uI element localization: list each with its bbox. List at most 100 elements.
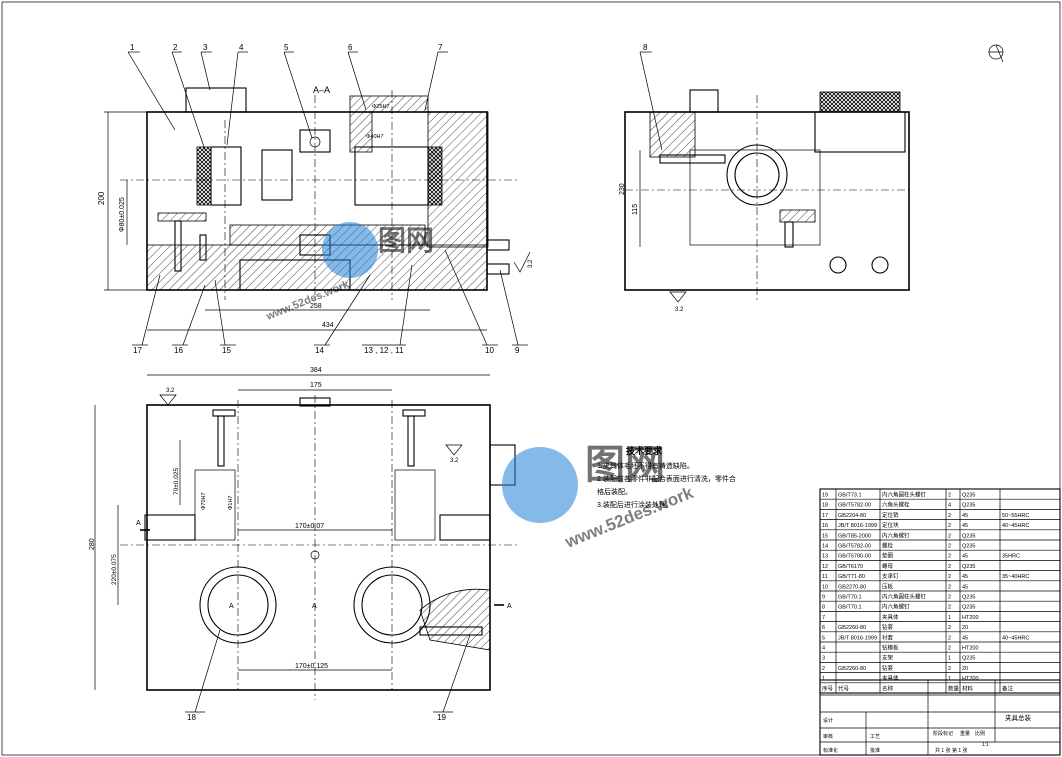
dim-plan-bottom: 170±0.125 bbox=[295, 663, 328, 670]
bom-cell-qty: 2 bbox=[948, 523, 951, 529]
section-mark-4: A bbox=[312, 603, 317, 610]
roughness-side: 3.2 bbox=[675, 307, 684, 313]
title-process: 工艺 bbox=[870, 734, 880, 740]
section-label: A–A bbox=[313, 85, 330, 95]
bom-cell-mat: 45 bbox=[962, 635, 968, 641]
bom-cell-name: 定位销 bbox=[882, 511, 899, 519]
dim-front-height: 200 bbox=[97, 191, 106, 205]
bom-cell-name: 夹具体 bbox=[882, 674, 899, 682]
callout-5: 5 bbox=[284, 43, 289, 52]
roughness-plan-1: 3.2 bbox=[166, 388, 175, 394]
bom-cell-name: 六角头螺栓 bbox=[882, 501, 910, 509]
callout-18: 18 bbox=[187, 713, 196, 722]
title-block: 夹具总装 阶段标记 重量 比例 1:1 共 1 张 第 1 张 设计 审核 工艺… bbox=[819, 679, 1061, 756]
bom-cell-code: GB2260-80 bbox=[838, 625, 866, 631]
bom-cell-mat: Q235 bbox=[962, 605, 975, 611]
bom-cell-code: GB/T70.1 bbox=[838, 605, 862, 611]
bom-cell-name: 内六角圆柱头螺钉 bbox=[882, 593, 927, 601]
title-weight: 重量 bbox=[960, 730, 970, 737]
bom-cell-mat: 20 bbox=[962, 625, 968, 631]
bom-cell-no: 1 bbox=[822, 676, 825, 682]
fit-1: Φ25H7 bbox=[372, 104, 390, 110]
watermark-2: 图网 www.52des.work bbox=[502, 443, 696, 552]
bom-cell-name: 螺栓 bbox=[882, 542, 894, 550]
callout-7: 7 bbox=[438, 43, 443, 52]
bom-cell-mat: Q235 bbox=[962, 544, 975, 550]
bom-cell-qty: 2 bbox=[948, 666, 951, 672]
bom-cell-qty: 1 bbox=[948, 676, 951, 682]
bom-cell-qty: 1 bbox=[948, 656, 951, 662]
bom-cell-name: 螺母 bbox=[882, 562, 894, 570]
bom-cell-qty: 2 bbox=[948, 493, 951, 499]
bom-header-cell: 备注 bbox=[1002, 684, 1014, 692]
bom-cell-mat: 45 bbox=[962, 523, 968, 529]
title-stage: 阶段标记 bbox=[933, 730, 953, 737]
dim-plan-upper: 70±0.025 bbox=[173, 468, 180, 495]
bom-cell-no: 3 bbox=[822, 656, 825, 662]
bom-cell-name: 钻套 bbox=[882, 623, 894, 631]
callout-16: 16 bbox=[174, 346, 183, 355]
bom-cell-code: GB2270-80 bbox=[838, 584, 866, 590]
bom-cell-name: 支承钉 bbox=[882, 572, 899, 580]
bom-cell-name: 夹具体 bbox=[882, 613, 899, 621]
roughness-front: 3.2 bbox=[528, 259, 534, 268]
bom-cell-qty: 2 bbox=[948, 513, 951, 519]
bom-cell-no: 11 bbox=[822, 574, 828, 580]
side-view: 230 115 3.2 8 bbox=[619, 43, 1004, 313]
bom-cell-code: GB/T6170 bbox=[838, 564, 863, 570]
dim-front-len-outer: 434 bbox=[322, 322, 334, 329]
title-designer: 设计 bbox=[823, 717, 833, 724]
title-scale: 1:1 bbox=[982, 742, 989, 748]
dim-plan-top-inner: 175 bbox=[310, 382, 322, 389]
fit-3: Φ70H7 bbox=[201, 492, 207, 510]
callout-1: 1 bbox=[130, 43, 135, 52]
bom-header-cell: 名称 bbox=[882, 684, 894, 692]
bom-cell-no: 5 bbox=[822, 635, 825, 641]
callout-15: 15 bbox=[222, 346, 231, 355]
callout-19: 19 bbox=[437, 713, 446, 722]
bom-cell-no: 14 bbox=[822, 544, 828, 550]
bom-cell-no: 7 bbox=[822, 615, 825, 621]
bom-cell-name: 钻套 bbox=[882, 664, 894, 672]
bom-cell-mat: Q235 bbox=[962, 564, 975, 570]
bom-cell-mat: 45 bbox=[962, 584, 968, 590]
bom-cell-no: 16 bbox=[822, 523, 828, 529]
bom-cell-qty: 2 bbox=[948, 584, 951, 590]
bom-cell-name: 垫圈 bbox=[882, 552, 894, 560]
bom-cell-mat: Q235 bbox=[962, 493, 975, 499]
bom-cell-no: 8 bbox=[822, 605, 825, 611]
bom-cell-mat: HT200 bbox=[962, 646, 979, 652]
bom-cell-qty: 2 bbox=[948, 635, 951, 641]
dim-front-len-inner: 258 bbox=[310, 303, 322, 310]
bom-cell-mat: 20 bbox=[962, 666, 968, 672]
bom-cell-no: 18 bbox=[822, 503, 828, 509]
bom-cell-name: 内六角螺钉 bbox=[882, 531, 910, 539]
bom-header-cell: 材料 bbox=[962, 684, 974, 692]
title-approve: 批准 bbox=[870, 747, 880, 754]
callout-17: 17 bbox=[133, 346, 142, 355]
base-plate-hatch bbox=[146, 244, 488, 291]
front-section-view: A–A bbox=[97, 43, 534, 355]
dim-side-height: 230 bbox=[619, 183, 626, 195]
bom-cell-no: 2 bbox=[822, 666, 825, 672]
bom-header-cell: 序号 bbox=[822, 684, 834, 692]
bom-cell-mat: 45 bbox=[962, 513, 968, 519]
bom-cell-qty: 1 bbox=[948, 615, 951, 621]
bom-cell-code: GB/T73.1 bbox=[838, 493, 862, 499]
callout-9: 9 bbox=[515, 346, 520, 355]
tech-item-3: 格后装配。 bbox=[597, 487, 632, 496]
bom-cell-note: 35~40HRC bbox=[1002, 574, 1029, 580]
bom-cell-qty: 2 bbox=[948, 544, 951, 550]
callout-6: 6 bbox=[348, 43, 353, 52]
section-mark-3: A bbox=[229, 603, 234, 610]
bom-cell-name: 内六角螺钉 bbox=[882, 603, 910, 611]
bom-cell-mat: Q235 bbox=[962, 503, 975, 509]
section-mark-1: A bbox=[136, 520, 141, 527]
dim-plan-height: 280 bbox=[89, 538, 96, 550]
bom-cell-code: JB/T 8016-1999 bbox=[838, 635, 877, 641]
bom-cell-name: 钻模板 bbox=[882, 644, 899, 652]
bom-cell-code: GB/T5782-00 bbox=[838, 503, 871, 509]
bom-cell-mat: Q235 bbox=[962, 533, 975, 539]
